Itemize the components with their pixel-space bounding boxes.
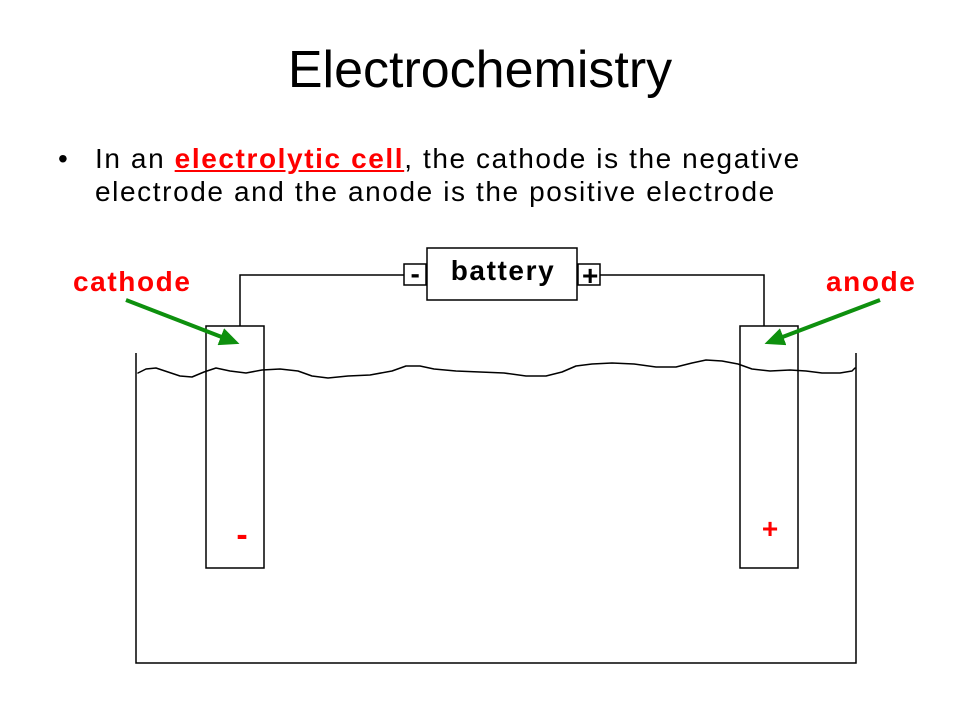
battery-label: battery <box>451 255 556 286</box>
battery-negative-terminal-sign: - <box>411 258 422 289</box>
battery-positive-terminal-box <box>577 263 601 286</box>
battery-positive-terminal-sign: + <box>582 260 600 291</box>
cathode-wire <box>239 274 404 326</box>
bullet-text: In an electrolytic cell, the cathode is … <box>95 142 855 208</box>
slide-title: Electrochemistry <box>287 41 673 99</box>
bullet-marker: • <box>58 143 68 174</box>
anode-polarity-sign: + <box>762 513 778 544</box>
anode-label: anode <box>826 266 916 297</box>
cathode-label: cathode <box>73 266 192 297</box>
electrolytic-cell-highlight: electrolytic cell <box>174 143 405 174</box>
cathode-pointer-arrow <box>125 298 240 346</box>
cathode-electrode <box>205 325 265 569</box>
battery-box <box>426 247 578 301</box>
anode-wire <box>600 274 765 326</box>
bullet-text-end: , the cathode is the negative electrode … <box>95 143 801 207</box>
cathode-polarity-sign: - <box>236 516 247 554</box>
anode-pointer-arrow <box>764 298 881 346</box>
bullet-text-start: In an <box>95 143 175 174</box>
anode-electrode <box>739 325 799 569</box>
electrolyte-container <box>135 353 857 664</box>
battery-negative-terminal-box <box>403 263 427 286</box>
electrolyte-surface-line <box>137 359 856 379</box>
